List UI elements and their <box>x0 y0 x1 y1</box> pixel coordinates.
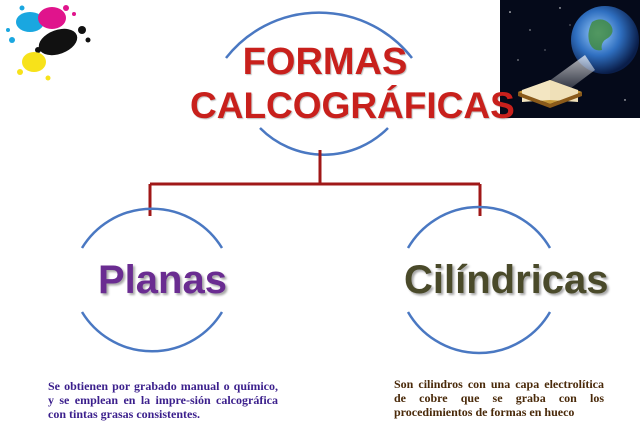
black-ink-blob <box>35 26 91 56</box>
book-earth-image <box>500 0 640 118</box>
magenta-ink-blob <box>38 5 76 29</box>
title-bottom-arc <box>259 127 389 156</box>
cyan-ink-blob <box>6 5 44 43</box>
title-top-arc <box>225 11 413 59</box>
cilindricas-top-arc <box>406 205 552 249</box>
title-line-2: CALCOGRÁFICAS <box>190 85 515 126</box>
description-cilindricas: Son cilindros con una capa electrolítica… <box>394 377 604 419</box>
cilindricas-bottom-arc <box>406 311 552 355</box>
earth-landmass <box>588 19 613 51</box>
earth-icon <box>571 6 639 74</box>
title-line-1: FORMAS <box>242 41 408 83</box>
stars <box>507 7 626 101</box>
branch-label-cilindricas: Cilíndricas <box>404 258 609 302</box>
book-icon <box>518 80 582 108</box>
cmyk-ink-splash <box>6 5 91 81</box>
yellow-ink-blob <box>17 52 51 81</box>
branch-label-planas: Planas <box>98 258 227 302</box>
planas-bottom-arc <box>80 311 224 353</box>
description-planas: Se obtienen por grabado manual o químico… <box>48 379 278 421</box>
planas-top-arc <box>80 207 224 249</box>
